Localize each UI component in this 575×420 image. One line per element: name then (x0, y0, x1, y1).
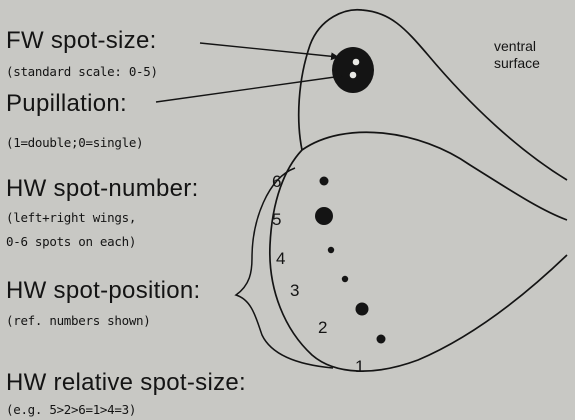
fw-spot-size-label: FW spot-size: (6, 27, 157, 54)
hw-spot-number-note-1: (left+right wings, (6, 210, 136, 225)
hw-spot-number-label: HW spot-number: (6, 175, 199, 202)
fw-spot-size-arrow (199, 42, 339, 61)
eyespot-pupil-lower (349, 71, 357, 79)
pupillation-arrow (155, 73, 343, 103)
hw-spot-4 (327, 246, 335, 254)
hw-spot-position-note: (ref. numbers shown) (6, 313, 151, 328)
spot-number-6: 6 (272, 172, 281, 191)
hw-spot-6 (319, 176, 329, 186)
hw-spot-position-label: HW spot-position: (6, 277, 201, 304)
hw-spot-5 (315, 207, 333, 225)
forewing-eyespot (332, 47, 374, 93)
hw-spot-number-note-2: 0-6 spots on each) (6, 234, 136, 249)
spot-number-4: 4 (276, 249, 285, 268)
eyespot-pupil-upper (352, 58, 360, 66)
hindwing-outline (269, 149, 568, 372)
hw-relative-spot-size-note: (e.g. 5>2>6=1>4=3) (6, 402, 136, 417)
spot-number-2: 2 (318, 318, 327, 337)
ventral-label-line2: surface (494, 55, 540, 71)
pupillation-label: Pupillation: (6, 90, 127, 117)
spot-number-1: 1 (355, 357, 364, 376)
ventral-label-line1: ventral (494, 38, 536, 54)
spot-position-bracket (234, 167, 334, 369)
spot-number-5: 5 (272, 210, 281, 229)
hw-spot-1 (376, 334, 386, 344)
pupillation-note: (1=double;0=single) (6, 135, 143, 150)
fw-spot-size-note: (standard scale: 0-5) (6, 64, 158, 79)
wing-divider-line (301, 131, 568, 221)
hw-relative-spot-size-label: HW relative spot-size: (6, 369, 246, 396)
forewing-outline (297, 8, 568, 181)
spot-number-3: 3 (290, 281, 299, 300)
hw-spot-2 (355, 302, 369, 316)
hw-spot-3 (341, 275, 349, 283)
